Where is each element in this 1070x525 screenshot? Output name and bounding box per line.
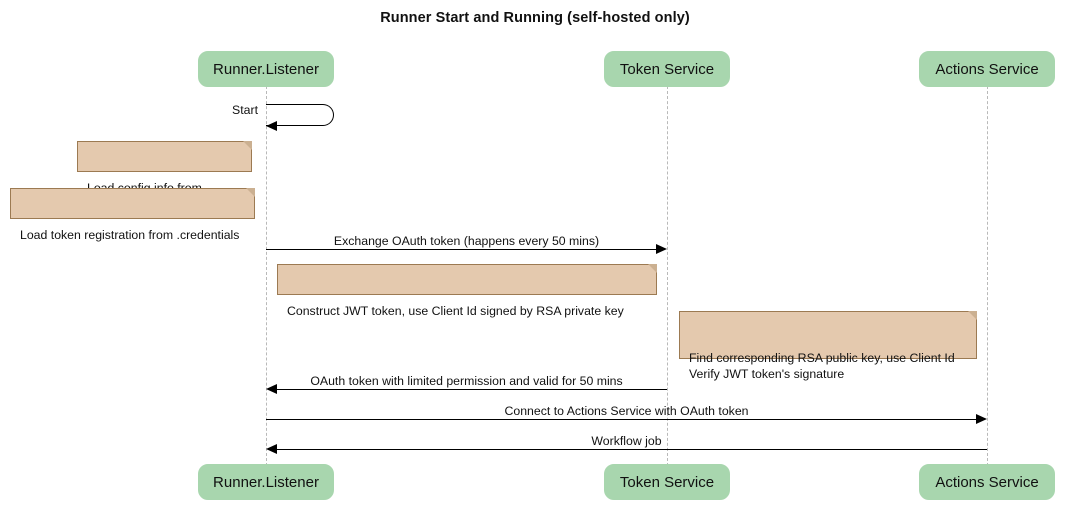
message-line-connect-actions-service bbox=[266, 419, 976, 420]
note-fold-corner-icon bbox=[243, 141, 252, 150]
message-arrowhead-oauth-token-response bbox=[266, 384, 277, 394]
note-verify-jwt-token: Find corresponding RSA public key, use C… bbox=[679, 311, 977, 381]
message-label-start: Start bbox=[232, 103, 258, 117]
lifeline-actions-service bbox=[987, 86, 988, 466]
participant-runner-listener-top[interactable]: Runner.Listener bbox=[198, 51, 334, 87]
message-arrowhead-workflow-job bbox=[266, 444, 277, 454]
participant-label: Actions Service bbox=[935, 60, 1039, 78]
page-title: Runner Start and Running (self-hosted on… bbox=[380, 10, 690, 26]
lifeline-token-service bbox=[667, 86, 668, 466]
note-load-config: Load config info from .runner bbox=[77, 141, 252, 211]
note-fold-corner-icon bbox=[648, 264, 657, 273]
note-fold-corner-icon bbox=[246, 188, 255, 197]
self-message-start-arrowhead bbox=[266, 121, 277, 131]
message-label-exchange-oauth-token: Exchange OAuth token (happens every 50 m… bbox=[333, 234, 600, 248]
message-label-connect-actions-service: Connect to Actions Service with OAuth to… bbox=[504, 404, 749, 418]
message-arrowhead-exchange-oauth-token bbox=[656, 244, 667, 254]
self-message-start-loop bbox=[266, 104, 334, 126]
participant-label: Runner.Listener bbox=[213, 60, 319, 78]
message-arrowhead-connect-actions-service bbox=[976, 414, 987, 424]
note-text: Construct JWT token, use Client Id signe… bbox=[287, 304, 624, 318]
participant-token-service-top[interactable]: Token Service bbox=[604, 51, 730, 87]
participant-label: Actions Service bbox=[935, 473, 1039, 491]
participant-label: Token Service bbox=[619, 60, 715, 78]
participant-label: Runner.Listener bbox=[213, 473, 319, 491]
participant-actions-service-bottom[interactable]: Actions Service bbox=[919, 464, 1055, 500]
message-line-exchange-oauth-token bbox=[266, 249, 656, 250]
participant-runner-listener-bottom[interactable]: Runner.Listener bbox=[198, 464, 334, 500]
message-label-oauth-token-response: OAuth token with limited permission and … bbox=[310, 374, 623, 388]
lifeline-runner bbox=[266, 86, 267, 466]
participant-label: Token Service bbox=[619, 473, 715, 491]
note-construct-jwt-token: Construct JWT token, use Client Id signe… bbox=[277, 264, 657, 318]
participant-actions-service-top[interactable]: Actions Service bbox=[919, 51, 1055, 87]
note-load-token-registration: Load token registration from .credential… bbox=[10, 188, 255, 242]
note-text: Load token registration from .credential… bbox=[20, 228, 240, 242]
note-text: Find corresponding RSA public key, use C… bbox=[689, 351, 955, 381]
note-fold-corner-icon bbox=[968, 311, 977, 320]
message-label-workflow-job: Workflow job bbox=[591, 434, 662, 448]
message-line-oauth-token-response bbox=[277, 389, 667, 390]
participant-token-service-bottom[interactable]: Token Service bbox=[604, 464, 730, 500]
message-line-workflow-job bbox=[277, 449, 987, 450]
